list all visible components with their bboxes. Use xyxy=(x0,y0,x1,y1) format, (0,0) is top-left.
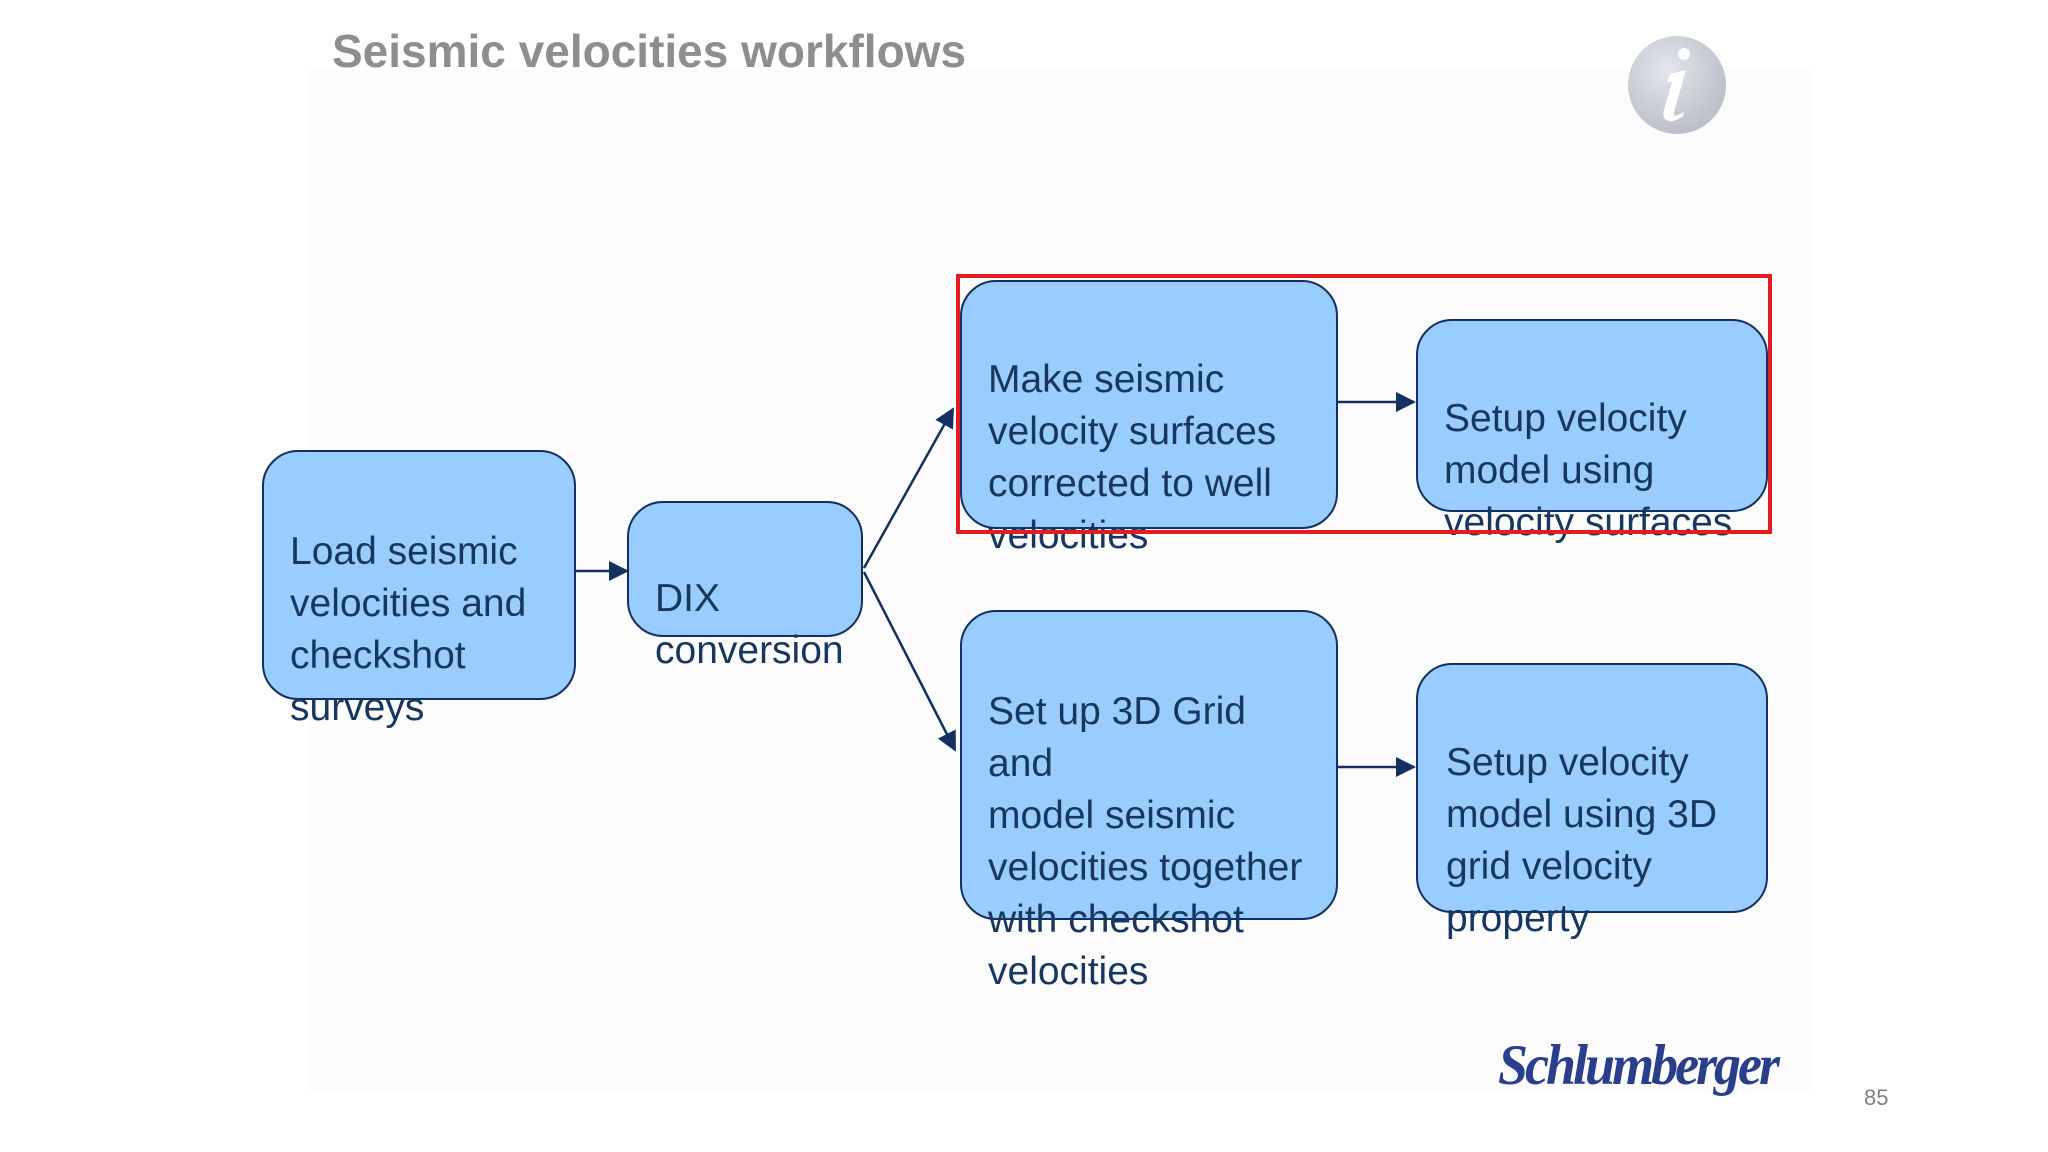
node-label: Setup velocity model using 3D grid veloc… xyxy=(1446,741,1717,940)
page-number: 85 xyxy=(1864,1085,1889,1110)
info-icon xyxy=(1628,36,1726,134)
node-label: DIX conversion xyxy=(655,577,844,672)
node-setup-velocity-surfaces: Setup velocity model using velocity surf… xyxy=(1416,319,1768,544)
node-label: Set up 3D Grid and model seismic velocit… xyxy=(988,690,1303,993)
schlumberger-logo: Schlumberger xyxy=(1498,1033,1780,1097)
node-velocity-surfaces: Make seismic velocity surfaces corrected… xyxy=(960,280,1338,557)
node-label: Make seismic velocity surfaces corrected… xyxy=(988,358,1277,557)
node-setup-velocity-3d-grid: Setup velocity model using 3D grid veloc… xyxy=(1416,663,1768,940)
arrow-dix-to-grid xyxy=(862,571,957,752)
node-label: Load seismic velocities and checkshot su… xyxy=(290,530,527,729)
arrow-dix-to-surfaces xyxy=(862,407,955,569)
node-3d-grid: Set up 3D Grid and model seismic velocit… xyxy=(960,610,1338,993)
node-label: Setup velocity model using velocity surf… xyxy=(1444,397,1733,544)
node-load-seismic-velocities: Load seismic velocities and checkshot su… xyxy=(262,450,576,729)
node-dix-conversion: DIX conversion xyxy=(627,501,863,672)
slide-title: Seismic velocities workflows xyxy=(332,25,967,77)
highlight-rectangle xyxy=(956,274,1772,534)
